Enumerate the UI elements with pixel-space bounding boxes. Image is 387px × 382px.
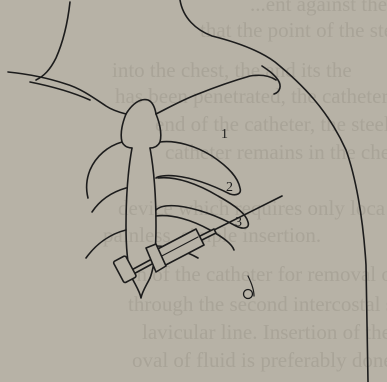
right-clavicle [156,75,276,114]
sternal-notch [126,100,156,114]
left-clavicle [8,72,126,114]
neck-outline [36,2,70,80]
left-rib [92,188,126,212]
plunger-thumb [113,255,137,283]
xiphoid [132,278,150,298]
label-2: 2 [226,180,233,195]
manubrium [121,114,161,148]
label-1: 1 [221,127,228,142]
nipple [244,290,253,299]
label-3: 3 [235,215,242,230]
right-clavicle-end [262,66,280,94]
nipple-curve [248,276,254,296]
left-rib [86,230,126,258]
left-rib [87,142,122,198]
